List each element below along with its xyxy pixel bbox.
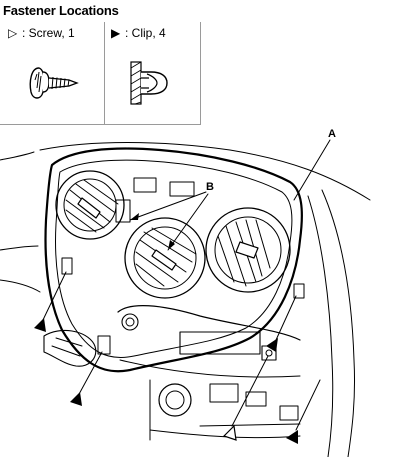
legend-screw-text: : Screw, 1: [22, 26, 75, 40]
leader-clip-right: [275, 295, 297, 341]
right-vent-knob: [235, 241, 259, 259]
bottom-panel-line3: [199, 423, 301, 427]
callout-a: A: [328, 128, 336, 140]
leader-b-2: [167, 193, 209, 251]
left-vent-knob: [77, 197, 101, 219]
callout-b: B: [206, 181, 214, 193]
clip-slot-lower-left: [97, 335, 111, 355]
center-vent-inner: [133, 226, 197, 290]
leader-clip-bottom-right: [295, 379, 321, 431]
legend-screw: ▷ : Screw, 1: [0, 22, 105, 125]
center-vent-knob: [151, 249, 177, 271]
clip-marker-lower-left: [70, 392, 82, 406]
dash-contour-left-low2: [0, 245, 39, 251]
left-vent-outer: [55, 170, 125, 240]
top-switch-2: [169, 181, 195, 197]
right-vent-inner: [214, 216, 282, 284]
top-switch-1: [133, 177, 157, 193]
clip-marker-bottom-right: [286, 430, 298, 444]
clip-icon: [130, 61, 168, 105]
screw-symbol: ▷: [8, 26, 18, 40]
arrowhead-b-1: [130, 213, 139, 220]
dash-contour-left-low: [0, 279, 41, 293]
leader-clip-left: [41, 271, 67, 323]
clip-symbol: ▶: [111, 26, 121, 40]
leader-b-1: [129, 191, 207, 221]
leader-clip-lower-left: [77, 351, 103, 397]
dash-contour-lower: [119, 359, 301, 378]
lower-knob-left: [121, 313, 139, 331]
legend-screw-label: ▷ : Screw, 1: [8, 26, 75, 40]
clip-marker-right: [266, 338, 278, 352]
bottom-button-2: [245, 391, 267, 407]
fastener-locations-heading: Fastener Locations: [3, 3, 119, 18]
bottom-knob-outer: [158, 383, 192, 417]
dash-contour-right-outer: [321, 189, 356, 457]
left-duct-detail: [51, 337, 83, 357]
lower-panel-slot: [179, 331, 261, 355]
right-vent-outer: [205, 207, 291, 293]
dash-contour-left: [0, 151, 35, 161]
arrowhead-b-2: [168, 240, 175, 250]
dash-contour-upper: [39, 142, 371, 201]
center-vent-outer: [124, 217, 206, 299]
clip-marker-left: [34, 318, 46, 332]
vent-panel-outline: [44, 147, 303, 373]
lower-housing: [117, 305, 301, 341]
screw-icon: [29, 67, 79, 99]
leader-a: [293, 139, 331, 201]
dash-contour-right: [307, 195, 334, 457]
screw-marker: [222, 424, 237, 441]
leader-screw: [231, 355, 269, 427]
side-tab: [115, 199, 131, 223]
bottom-knob-inner: [165, 390, 185, 410]
screw-hole: [265, 349, 273, 357]
legend-clip: ▶ : Clip, 4: [104, 22, 201, 125]
bottom-button-1: [209, 383, 239, 403]
vent-panel-inner: [55, 159, 293, 358]
legend-clip-text: : Clip, 4: [125, 26, 166, 40]
left-duct: [43, 329, 97, 367]
clip-slot-left: [61, 257, 73, 275]
lower-knob-left-inner: [125, 317, 135, 327]
legend-clip-label: ▶ : Clip, 4: [111, 26, 166, 40]
bottom-button-3: [279, 405, 299, 421]
clip-slot-right: [293, 283, 305, 299]
